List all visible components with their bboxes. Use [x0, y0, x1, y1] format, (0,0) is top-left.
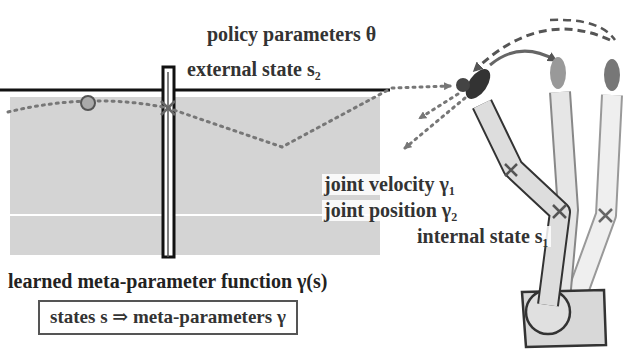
state-label: external state s₂	[185, 59, 323, 80]
ghost-arm	[575, 95, 612, 300]
joint-mark	[505, 164, 517, 176]
ghost-arm	[575, 95, 612, 300]
policy-arrow	[550, 20, 615, 40]
robot-base	[522, 290, 606, 347]
parameter-label: policy parameters θ	[205, 24, 378, 45]
ghost-racket	[550, 57, 566, 89]
state-label: internal state s₁	[415, 226, 551, 247]
ball	[81, 96, 95, 110]
box-text: states s ⇒ meta-parameters γ	[38, 300, 298, 335]
ball-trajectory	[8, 90, 388, 147]
ghost-racket	[604, 59, 620, 91]
bounce-mark	[161, 101, 175, 115]
racket-ball	[456, 78, 470, 92]
meta-parameter-label: joint velocity γ₁	[322, 174, 457, 195]
joint-mark	[553, 205, 566, 218]
joint-mark	[599, 209, 612, 222]
function-box: learned meta-parameter function γ(s) stat…	[8, 270, 327, 335]
table-edge	[0, 89, 390, 92]
ball-trajectory	[392, 86, 450, 88]
policy-arrow	[490, 51, 555, 65]
robot-arm	[482, 104, 560, 305]
net	[167, 72, 169, 257]
policy-arrow	[475, 29, 610, 70]
robot-arm	[482, 104, 560, 305]
return-trajectory	[420, 94, 458, 118]
box-heading: learned meta-parameter function γ(s)	[8, 270, 327, 292]
net-post	[163, 67, 174, 257]
return-trajectory	[405, 98, 465, 148]
meta-parameter-label: joint position γ₂	[322, 200, 459, 221]
